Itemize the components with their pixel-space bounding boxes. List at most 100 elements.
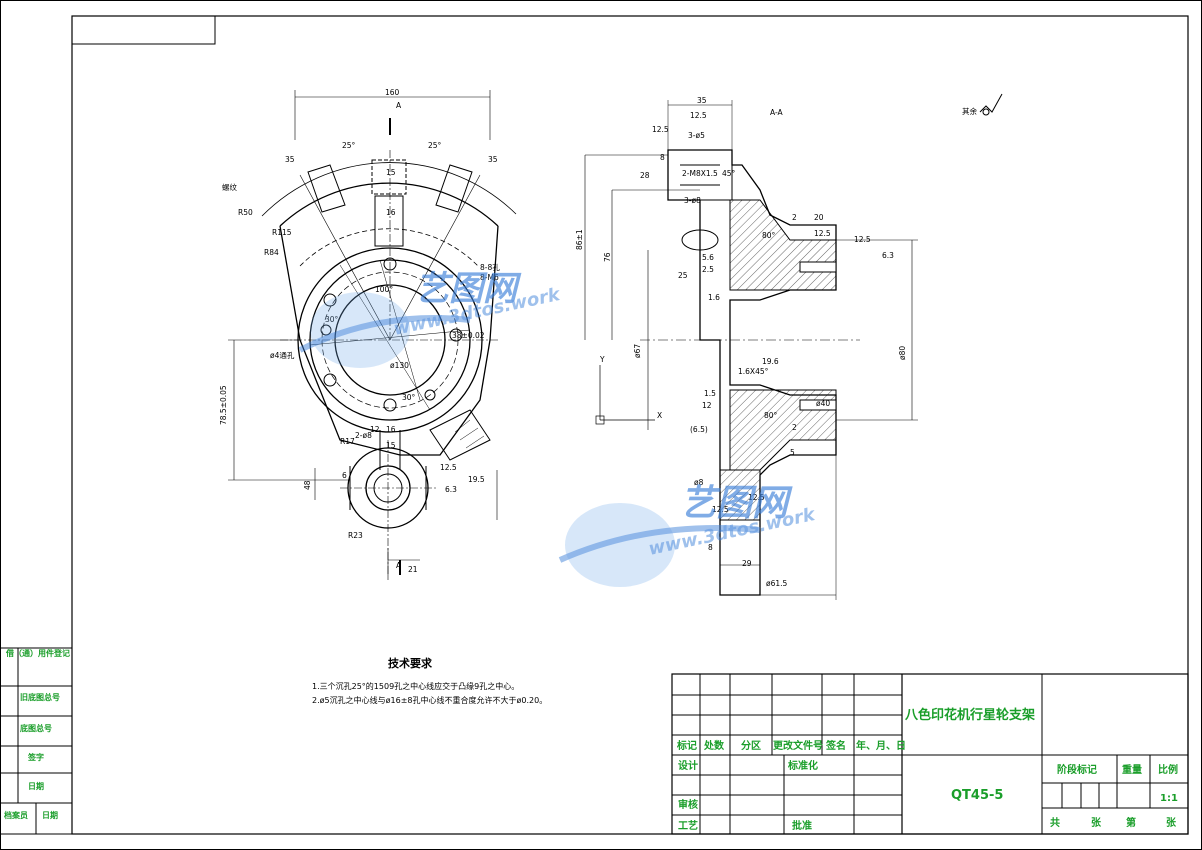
section-view-labels: A-A 其余 35 12.5 3-ø5 12.5 28 2-M8X1.5 45°… — [575, 96, 977, 588]
hdr-count: 处数 — [703, 739, 725, 752]
svg-text:5.6: 5.6 — [702, 253, 714, 262]
svg-text:ø67: ø67 — [633, 344, 642, 358]
svg-text:35: 35 — [285, 155, 295, 164]
svg-text:12.5: 12.5 — [854, 235, 871, 244]
svg-text:25°: 25° — [428, 141, 442, 150]
section-view — [584, 93, 1003, 600]
side-row-1: 借（通）用件登记 — [5, 648, 70, 658]
svg-text:21: 21 — [408, 565, 418, 574]
svg-text:80°: 80° — [762, 231, 776, 240]
svg-text:X: X — [657, 411, 662, 420]
label-approve: 批准 — [792, 819, 812, 832]
svg-text:Y: Y — [599, 355, 605, 364]
svg-text:15: 15 — [386, 441, 396, 450]
svg-text:28: 28 — [640, 171, 650, 180]
label-standardize: 标准化 — [787, 759, 818, 772]
svg-text:其余: 其余 — [962, 106, 977, 116]
svg-text:2: 2 — [792, 423, 797, 432]
hdr-zone: 分区 — [741, 739, 761, 752]
front-view-labels: 160 25° 25° 35 35 16 15 30° 30° R50 R84 … — [219, 88, 500, 574]
side-box: 借（通）用件登记 旧底图总号 底图总号 签字 日期 档案员 日期 — [0, 647, 73, 835]
svg-text:8-M6: 8-M6 — [480, 273, 499, 282]
label-sheets-2: 张 — [1166, 816, 1177, 829]
watermark-brand-2: 艺图网 — [680, 483, 793, 524]
title-block — [671, 673, 1189, 835]
svg-text:30°: 30° — [325, 315, 339, 324]
svg-text:100°: 100° — [375, 285, 393, 294]
svg-text:R84: R84 — [264, 248, 279, 257]
svg-text:A: A — [396, 561, 402, 570]
label-sheets: 张 — [1091, 816, 1102, 829]
svg-text:A-A: A-A — [770, 108, 784, 117]
svg-text:16: 16 — [386, 425, 396, 434]
svg-text:19.5: 19.5 — [468, 475, 485, 484]
front-view — [228, 90, 517, 580]
watermark-logo-1: 艺图网 www.3dtos.work — [298, 269, 563, 368]
svg-text:48: 48 — [303, 480, 312, 490]
side-row-3: 底图总号 — [19, 723, 52, 733]
svg-text:16: 16 — [386, 208, 396, 217]
side-row-4: 签字 — [27, 752, 44, 762]
scale-value: 1:1 — [1160, 793, 1178, 804]
svg-text:ø40: ø40 — [816, 399, 830, 408]
svg-text:8: 8 — [660, 153, 665, 162]
inner-frame — [71, 15, 1189, 835]
top-left-box — [71, 15, 216, 45]
label-scale: 比例 — [1158, 763, 1178, 776]
svg-text:3-ø8: 3-ø8 — [684, 196, 701, 205]
svg-text:25°: 25° — [342, 141, 356, 150]
svg-text:12.5: 12.5 — [748, 493, 765, 502]
label-design: 设计 — [678, 759, 698, 772]
svg-text:5: 5 — [790, 448, 795, 457]
hdr-sign: 签名 — [825, 739, 846, 752]
svg-text:6.3: 6.3 — [445, 485, 457, 494]
svg-text:R115: R115 — [272, 228, 292, 237]
svg-text:20: 20 — [814, 213, 824, 222]
watermark-brand-1: 艺图网 — [415, 269, 522, 309]
label-stage-mark: 阶段标记 — [1057, 763, 1097, 776]
svg-text:160: 160 — [385, 88, 400, 97]
svg-text:76: 76 — [603, 252, 612, 262]
svg-text:3-ø5: 3-ø5 — [688, 131, 705, 140]
label-total: 共 — [1050, 816, 1060, 829]
svg-text:35: 35 — [488, 155, 498, 164]
svg-text:A: A — [396, 101, 402, 110]
svg-text:1.5: 1.5 — [704, 389, 716, 398]
tech-req-line-1: 1.三个沉孔25°的1509孔之中心线应交于凸缘9孔之中心。 — [312, 681, 519, 691]
side-row-2: 旧底图总号 — [20, 692, 60, 702]
svg-text:2.5: 2.5 — [702, 265, 714, 274]
watermark-logo-2: 艺图网 www.3dtos.work — [558, 483, 818, 587]
svg-text:80°: 80° — [764, 411, 778, 420]
svg-text:35: 35 — [697, 96, 707, 105]
svg-text:86±1: 86±1 — [575, 229, 584, 250]
svg-text:25: 25 — [678, 271, 688, 280]
svg-text:ø4通孔: ø4通孔 — [270, 350, 295, 360]
svg-text:6.3: 6.3 — [882, 251, 894, 260]
svg-text:30°: 30° — [402, 393, 416, 402]
title-block-text: 标记 处数 分区 更改文件号 签名 年、月、日 设计 标准化 审核 工艺 批准 … — [676, 707, 1178, 832]
side-last-left: 档案员 — [4, 810, 28, 820]
svg-text:R17: R17 — [340, 437, 355, 446]
svg-text:15: 15 — [386, 168, 396, 177]
svg-text:29: 29 — [742, 559, 752, 568]
drawing-number: QT45-5 — [951, 788, 1003, 803]
svg-text:1.6X45°: 1.6X45° — [738, 367, 769, 376]
svg-text:R23: R23 — [348, 531, 363, 540]
hdr-change-doc: 更改文件号 — [773, 739, 823, 752]
label-weight: 重量 — [1122, 763, 1142, 776]
svg-text:78.5±0.05: 78.5±0.05 — [219, 385, 228, 425]
tech-req-title: 技术要求 — [388, 656, 433, 670]
svg-text:19.6: 19.6 — [762, 357, 779, 366]
svg-text:6: 6 — [342, 471, 347, 480]
svg-text:1.6: 1.6 — [708, 293, 720, 302]
svg-text:2-ø8: 2-ø8 — [355, 431, 372, 440]
part-name: 八色印花机行星轮支架 — [904, 707, 1035, 723]
svg-text:12: 12 — [702, 401, 712, 410]
svg-text:38±0.02: 38±0.02 — [452, 331, 485, 340]
svg-text:ø80: ø80 — [898, 346, 907, 360]
label-sheet-no: 第 — [1126, 816, 1136, 829]
svg-text:ø8: ø8 — [694, 478, 704, 487]
svg-text:螺纹: 螺纹 — [222, 182, 237, 192]
technical-requirements: 技术要求 1.三个沉孔25°的1509孔之中心线应交于凸缘9孔之中心。 2.ø5… — [312, 656, 547, 705]
